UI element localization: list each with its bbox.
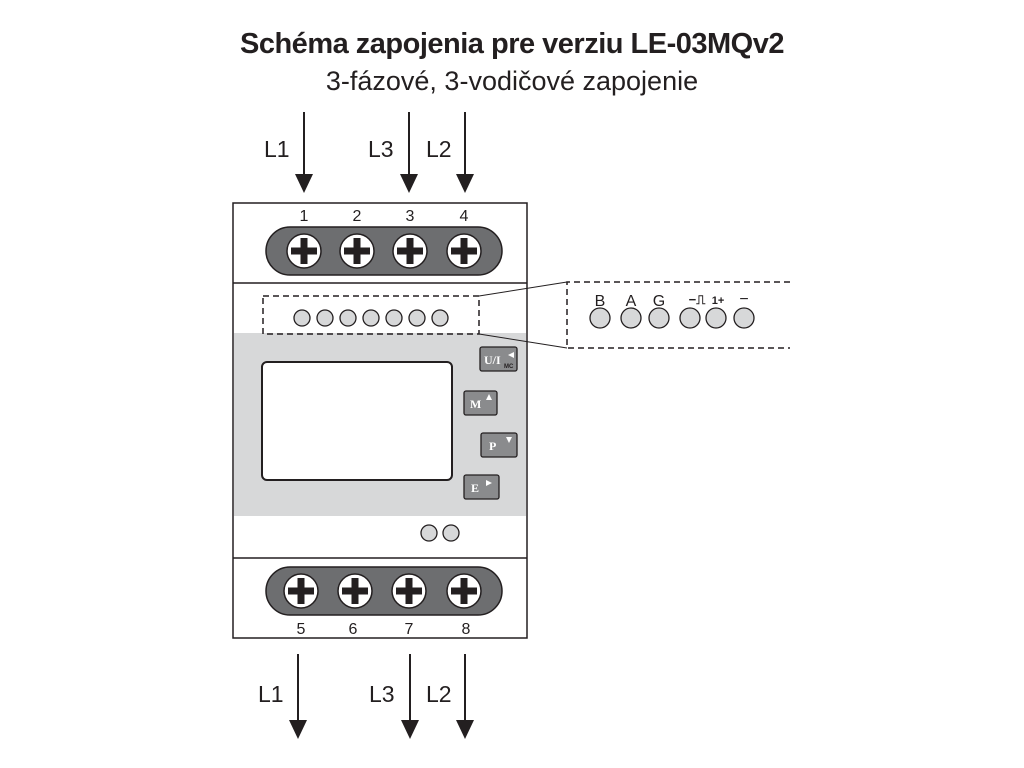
top-wire-label-l2: L2 [426,136,452,162]
screw-icon [283,573,319,609]
screw-icon [286,233,322,269]
led-indicator [442,524,460,542]
terminal-number-5: 5 [297,621,306,638]
screw-icon [337,573,373,609]
button-ul-sublabel: MC [504,364,514,370]
bottom-wire-label-l1: L1 [258,681,284,707]
top-wire-label-l1: L1 [264,136,290,162]
arrow-down-icon [456,720,474,739]
button-e[interactable]: E [463,474,500,500]
button-p[interactable]: P [480,432,518,458]
terminal-number-1: 1 [300,208,309,225]
top-wire-label-l3: L3 [368,136,394,162]
arrow-down-icon [289,720,307,739]
diagram-title: Schéma zapojenia pre verziu LE-03MQv2 [240,28,784,60]
arrow-down-icon [456,174,474,193]
terminal-number-2: 2 [353,208,362,225]
screw-icon [446,573,482,609]
arrow-left-icon [508,352,514,358]
terminal-number-6: 6 [349,621,358,638]
button-ul[interactable]: U/I MC [479,346,518,372]
arrow-down-icon [401,720,419,739]
screw-icon [391,573,427,609]
terminal-number-3: 3 [406,208,415,225]
comm-label-minus: − [739,291,748,308]
bottom-wire-l2: L2 [426,654,474,739]
bottom-wire-l3: L3 [369,654,419,739]
button-e-label: E [471,481,479,495]
bottom-wire-label-l2: L2 [426,681,452,707]
comm-label-pulse-minus: −⎍ [689,292,707,307]
screw-icon [339,233,375,269]
top-wire-l1: L1 [264,112,313,193]
button-m-label: M [470,397,481,411]
bottom-terminal-block [265,566,503,616]
terminal-number-4: 4 [460,208,469,225]
top-terminal-block [265,226,503,276]
button-m[interactable]: M [463,390,498,416]
top-wire-l2: L2 [426,112,474,193]
screw-icon [392,233,428,269]
screw-icon [446,233,482,269]
bottom-wire-label-l3: L3 [369,681,395,707]
comm-label-g: G [653,293,665,310]
lcd-display [261,361,453,481]
comm-terminal-strip [262,295,480,335]
comm-terminal-detail: B A G −⎍ 1+ − [566,281,790,349]
arrow-up-icon [486,394,492,400]
terminal-number-7: 7 [405,621,414,638]
arrow-down-icon [506,437,512,443]
arrow-right-icon [486,480,492,486]
arrow-down-icon [400,174,418,193]
bottom-wire-l1: L1 [258,654,307,739]
comm-label-b: B [595,293,606,310]
button-p-label: P [489,439,496,453]
comm-label-a: A [626,293,637,310]
diagram-subtitle: 3-fázové, 3-vodičové zapojenie [325,66,699,96]
led-indicator [420,524,438,542]
button-ul-label: U/I [484,353,501,367]
top-wire-l3: L3 [368,112,418,193]
comm-label-pulse-plus: 1+ [712,295,725,307]
terminal-number-8: 8 [462,621,471,638]
arrow-down-icon [295,174,313,193]
